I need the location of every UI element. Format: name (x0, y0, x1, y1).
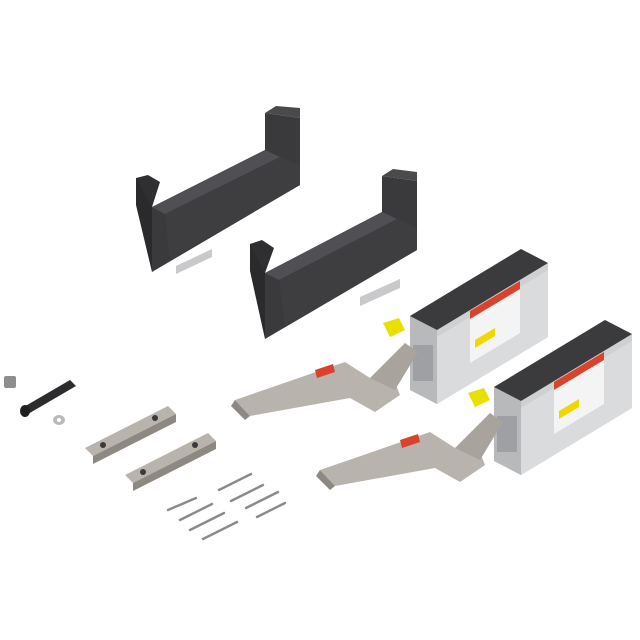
yellow-cap-lower (468, 388, 490, 407)
screw-8 (255, 501, 287, 519)
buffer-pin (20, 380, 76, 417)
cover-cap-right (250, 169, 417, 339)
screw-7 (244, 490, 280, 510)
screw-5 (217, 472, 253, 492)
lift-mechanism-upper (231, 249, 548, 420)
screw-4 (201, 520, 239, 541)
screw-3 (188, 511, 226, 532)
screws (166, 472, 287, 541)
screw-6 (229, 483, 265, 503)
mounting-plate-1 (85, 406, 176, 464)
end-cap-part (4, 376, 16, 388)
yellow-cap-upper (383, 318, 405, 337)
cover-cap-right-label (360, 279, 400, 306)
mounting-plate-2 (125, 433, 216, 491)
screw-2 (178, 502, 214, 522)
cover-cap-left-label (176, 249, 212, 274)
cover-cap-left (136, 106, 300, 274)
small-parts (4, 376, 76, 425)
screw-1 (166, 496, 198, 512)
lift-mechanism-lower (316, 320, 632, 490)
